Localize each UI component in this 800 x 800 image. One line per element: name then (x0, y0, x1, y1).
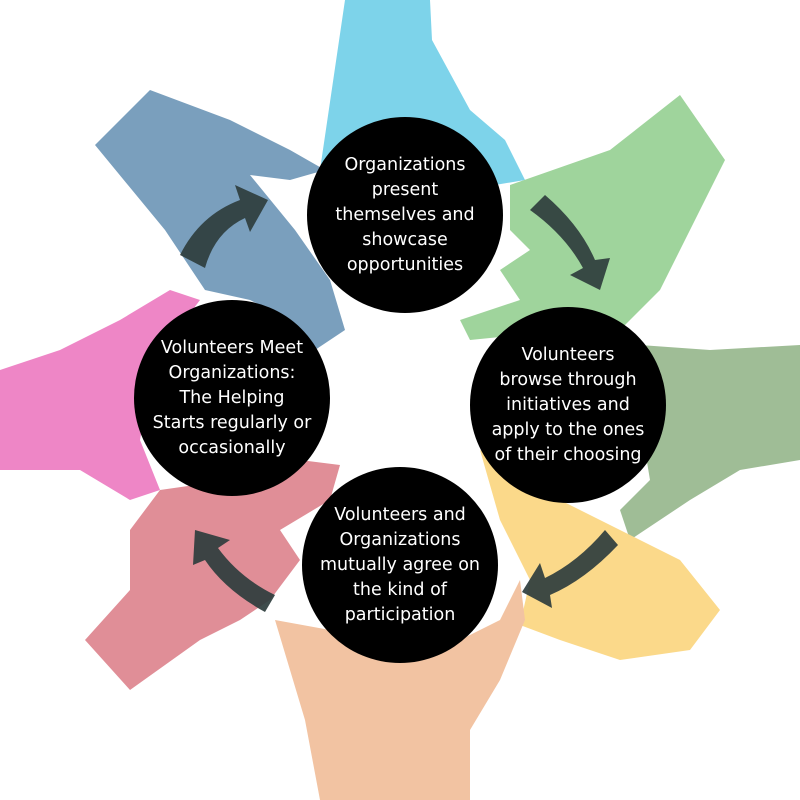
hand-rose (85, 460, 340, 690)
step-3-text: Volunteers and Organizations mutually ag… (320, 504, 480, 625)
arrow-to-step-3 (522, 530, 618, 608)
step-4-text: Volunteers Meet Organizations: The Helpi… (152, 337, 312, 458)
step-4-circle: Volunteers Meet Organizations: The Helpi… (134, 300, 330, 496)
step-1-circle: Organizations present themselves and sho… (307, 117, 503, 313)
step-2-circle: Volunteers browse through initiatives an… (470, 307, 666, 503)
step-1-text: Organizations present themselves and sho… (335, 154, 475, 275)
arrow-to-step-2 (530, 195, 610, 290)
arrow-to-step-4 (193, 530, 275, 612)
step-3-circle: Volunteers and Organizations mutually ag… (302, 467, 498, 663)
step-2-text: Volunteers browse through initiatives an… (491, 344, 645, 465)
arrow-to-step-1 (180, 185, 268, 268)
hand-green (460, 95, 725, 340)
